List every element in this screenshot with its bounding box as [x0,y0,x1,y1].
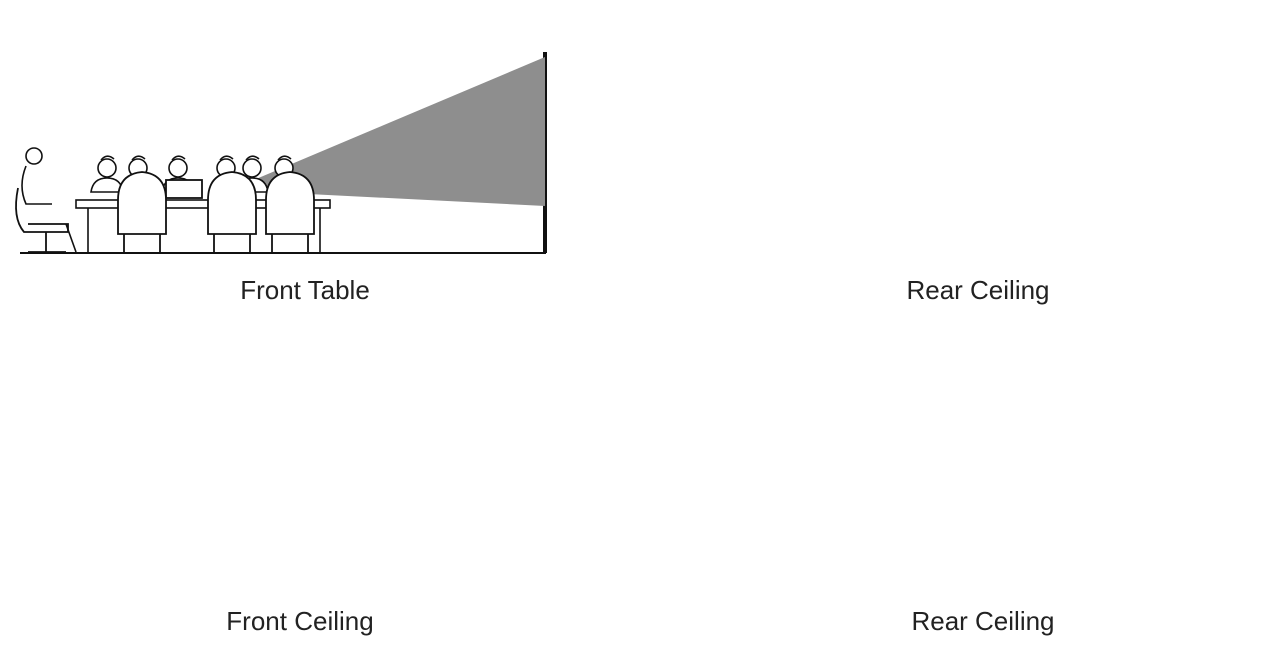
panel-front-table [15,52,547,254]
table-projector [165,179,203,199]
caption-front-ceiling: Front Ceiling [226,606,374,636]
caption-rear-ceiling-bottom: Rear Ceiling [911,606,1055,636]
caption-rear-ceiling-top: Rear Ceiling [906,275,1050,305]
conference-table [75,199,331,209]
projection-beam [230,57,545,206]
caption-front-table: Front Table [240,275,370,305]
